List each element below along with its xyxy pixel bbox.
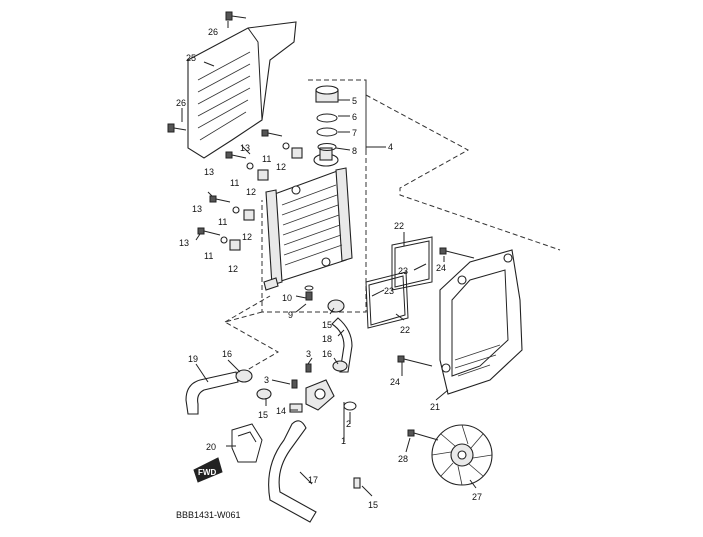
- diagram-code: BBB1431-W061: [176, 510, 241, 520]
- callout-7: 7: [352, 128, 357, 138]
- callout-11: 11: [262, 154, 271, 164]
- callout-15: 15: [322, 320, 332, 330]
- assembly-boundaries: [223, 79, 561, 381]
- callout-13: 13: [179, 238, 189, 248]
- callout-10: 10: [282, 293, 292, 303]
- leader-lines: [181, 21, 477, 497]
- cooling-fan: [407, 424, 493, 486]
- callout-23: 23: [384, 286, 394, 296]
- callout-8: 8: [352, 146, 357, 156]
- hose-clamps: [235, 299, 361, 489]
- callout-15: 15: [368, 500, 378, 510]
- hose-17: [268, 420, 317, 523]
- callout-15: 15: [258, 410, 268, 420]
- callout-28: 28: [398, 454, 408, 464]
- radiator-cap-set: [315, 85, 339, 151]
- fan-shroud: [439, 249, 523, 395]
- radiator-cover: [187, 21, 297, 159]
- callout-13: 13: [204, 167, 214, 177]
- callout-22: 22: [394, 221, 404, 231]
- hose-19: [185, 371, 239, 415]
- callout-3: 3: [264, 375, 269, 385]
- callout-17: 17: [308, 475, 318, 485]
- callout-labels: 26 25 26 5 6 7 8 4 13 11 12 13 11 12 13 …: [176, 27, 482, 510]
- callout-14: 14: [276, 406, 286, 416]
- callout-13: 13: [192, 204, 202, 214]
- pipe-fitting: [289, 379, 357, 413]
- fwd-label: FWD: [198, 468, 216, 477]
- cover-bolts: [167, 11, 247, 133]
- callout-22: 22: [400, 325, 410, 335]
- hose-bracket: [231, 423, 263, 463]
- callout-20: 20: [206, 442, 216, 452]
- callout-5: 5: [352, 96, 357, 106]
- callout-18: 18: [322, 334, 332, 344]
- callout-11: 11: [204, 251, 213, 261]
- shroud-seals: [365, 236, 433, 329]
- callout-23: 23: [398, 266, 408, 276]
- callout-12: 12: [242, 232, 252, 242]
- callout-1: 1: [341, 436, 346, 446]
- drain-bolt: [304, 285, 314, 301]
- callout-16: 16: [222, 349, 232, 359]
- callout-6: 6: [352, 112, 357, 122]
- shroud-bolts: [397, 247, 475, 367]
- callout-2: 2: [346, 419, 351, 429]
- callout-24: 24: [390, 377, 400, 387]
- callout-11: 11: [230, 178, 239, 188]
- callout-25: 25: [186, 53, 196, 63]
- hose-18: [331, 317, 353, 373]
- radiator-core: [263, 147, 353, 291]
- callout-19: 19: [188, 354, 198, 364]
- callout-9: 9: [288, 310, 293, 320]
- callout-26: 26: [208, 27, 218, 37]
- callout-27: 27: [472, 492, 482, 502]
- callout-26: 26: [176, 98, 186, 108]
- mount-bolts-grommets: [197, 129, 303, 251]
- callout-12: 12: [246, 187, 256, 197]
- callout-12: 12: [276, 162, 286, 172]
- callout-13: 13: [240, 143, 250, 153]
- callout-21: 21: [430, 402, 440, 412]
- callout-16: 16: [322, 349, 332, 359]
- callout-4: 4: [388, 142, 393, 152]
- callout-3: 3: [306, 349, 311, 359]
- callout-24: 24: [436, 263, 446, 273]
- callout-11: 11: [218, 217, 227, 227]
- callout-12: 12: [228, 264, 238, 274]
- fwd-arrow: FWD: [193, 457, 223, 483]
